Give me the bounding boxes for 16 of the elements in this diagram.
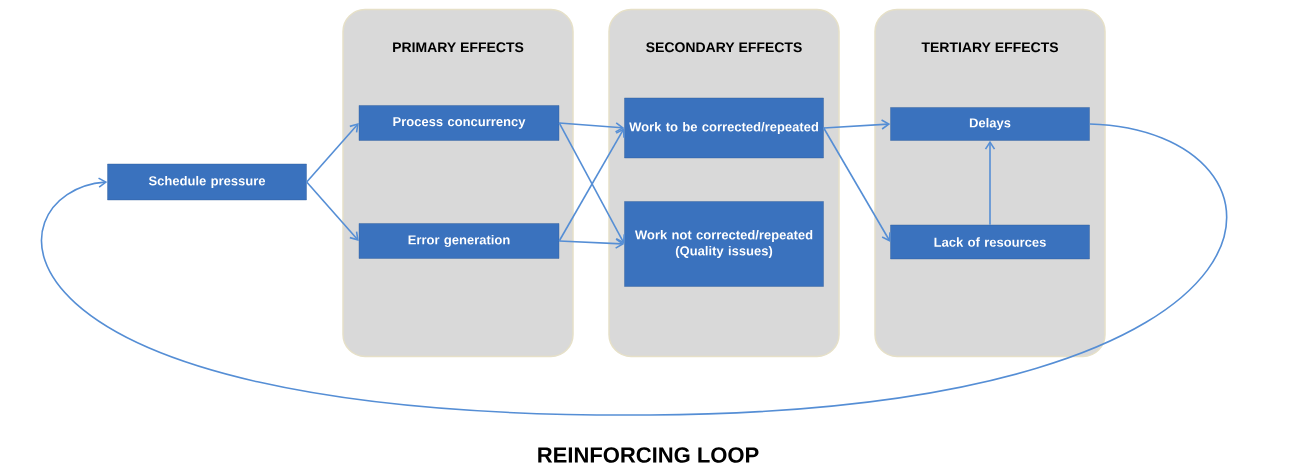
- arrow: [558, 238, 625, 249]
- process-box: Schedule pressure: [107, 163, 307, 201]
- process-box: Work not corrected/repeated (Quality issues): [624, 201, 824, 287]
- process-box: Error generation: [358, 223, 560, 259]
- arrow: [41, 123, 1226, 416]
- process-box: Delays: [890, 107, 1090, 141]
- process-box: Work to be corrected/repeated: [624, 97, 824, 159]
- process-box: Process concurrency: [358, 105, 560, 141]
- arrow: [305, 181, 359, 241]
- arrow: [984, 140, 996, 226]
- process-box: Lack of resources: [890, 224, 1090, 260]
- loop-title: REINFORCING LOOP: [538, 447, 759, 463]
- arrow: [558, 122, 625, 133]
- arrow: [822, 127, 891, 242]
- arrow: [305, 123, 359, 183]
- arrow: [822, 119, 891, 130]
